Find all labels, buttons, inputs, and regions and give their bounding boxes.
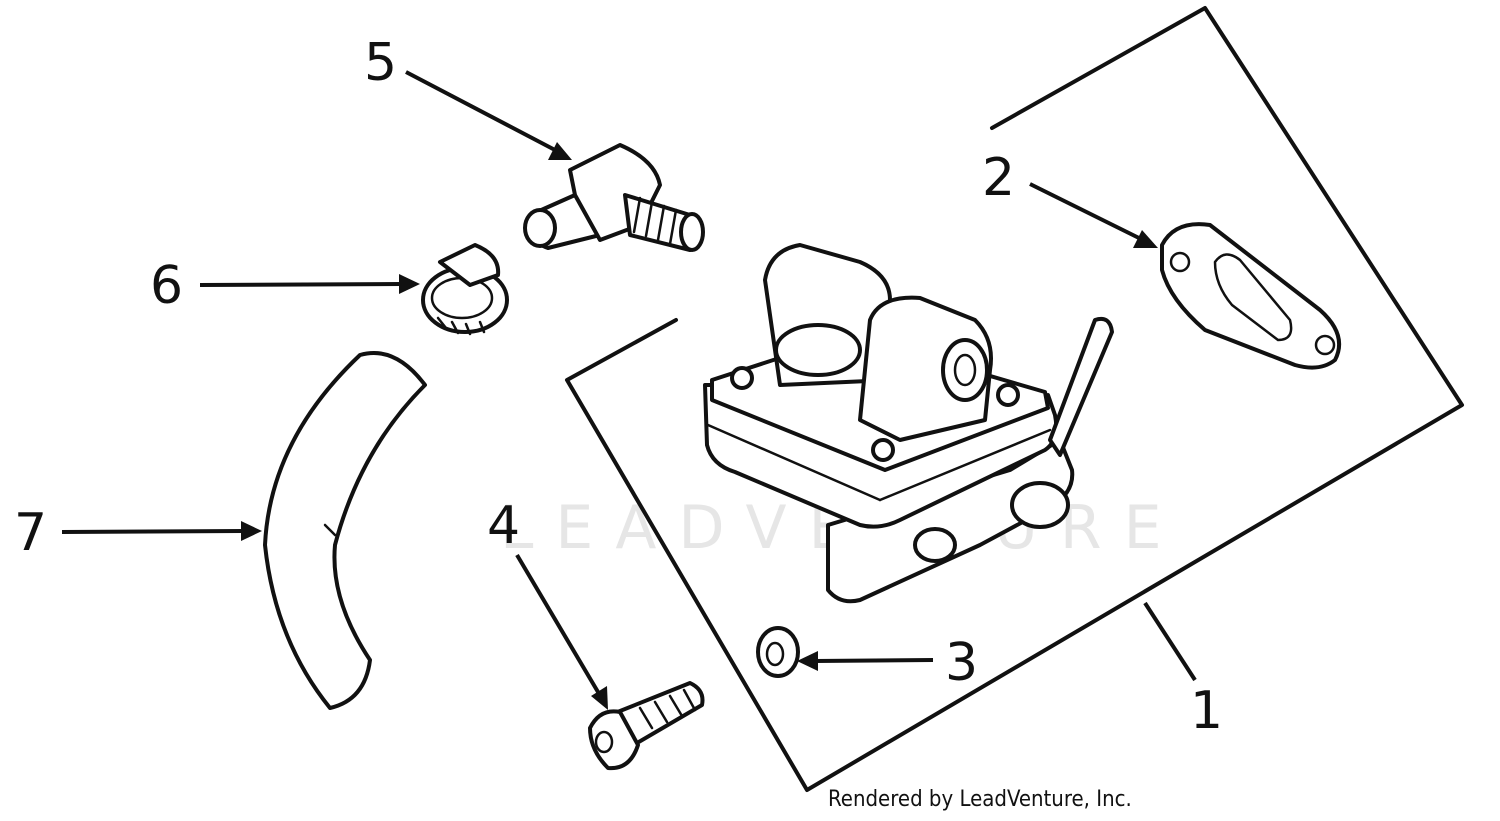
washer xyxy=(756,626,800,678)
screw xyxy=(588,681,705,771)
callout-5-label: 5 xyxy=(364,33,397,93)
callout-7: 7 xyxy=(14,503,262,563)
callout-3-label: 3 xyxy=(945,633,978,693)
kit-outline xyxy=(565,6,1464,792)
callout-1-label: 1 xyxy=(1190,681,1223,741)
callout-6: 6 xyxy=(150,256,420,316)
callout-4-label: 4 xyxy=(487,496,520,556)
elbow-fitting xyxy=(523,143,705,252)
callout-3: 3 xyxy=(797,633,978,693)
fuel-hose xyxy=(263,351,427,710)
credit-text: Rendered by LeadVenture, Inc. xyxy=(828,787,1132,812)
callout-5: 5 xyxy=(364,33,572,160)
hose-clamp xyxy=(421,243,509,336)
callout-2-label: 2 xyxy=(982,148,1015,208)
callout-2: 2 xyxy=(982,148,1158,248)
gasket xyxy=(1160,222,1341,370)
callout-1: 1 xyxy=(1190,681,1223,741)
callout-7-label: 7 xyxy=(14,503,47,563)
fuel-pump-body xyxy=(703,243,1114,604)
callout-6-label: 6 xyxy=(150,256,183,316)
callout-4: 4 xyxy=(487,496,608,710)
